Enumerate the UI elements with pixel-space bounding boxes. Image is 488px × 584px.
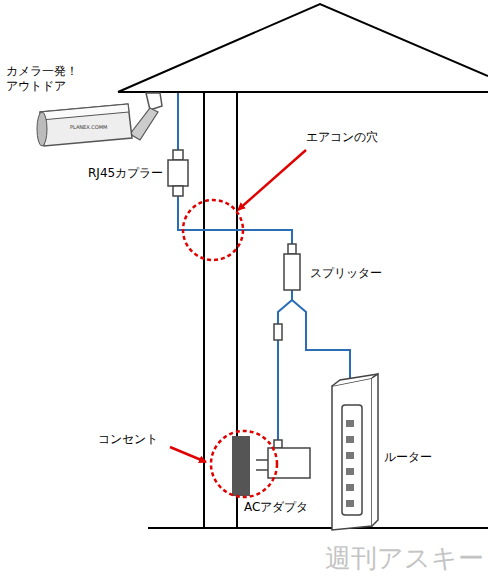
coupler xyxy=(168,150,188,196)
hole-label: エアコンの穴 xyxy=(306,130,378,145)
splitter-label: スプリッター xyxy=(310,266,382,281)
outlet xyxy=(232,436,250,496)
coupler-label: RJ45カプラー xyxy=(88,166,163,181)
splitter xyxy=(274,244,300,340)
callouts xyxy=(170,150,306,497)
brand-mark: PLANEX.COMM xyxy=(70,124,107,130)
ac-adapter xyxy=(256,440,310,478)
camera-label: カメラ一発！ アウトドア xyxy=(6,64,102,94)
adapter-label: ACアダプタ xyxy=(244,500,308,515)
router-label: ルーター xyxy=(384,450,432,465)
house-outline xyxy=(118,4,488,528)
router xyxy=(332,374,378,530)
watermark: 週刊アスキー xyxy=(325,542,484,575)
outlet-label: コンセント xyxy=(98,432,158,447)
camera xyxy=(37,93,162,146)
